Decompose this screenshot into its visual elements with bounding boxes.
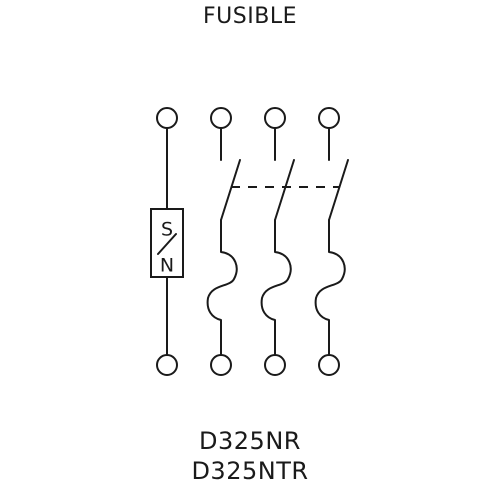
- phase-pole-2: [260, 107, 295, 376]
- pole-3-bottom-terminal: [318, 354, 340, 376]
- pole-3-fuse: [314, 219, 346, 356]
- diagram-title: FUSIBLE: [203, 4, 297, 29]
- pole-2-bottom-terminal: [264, 354, 286, 376]
- neutral-pole: S N: [150, 107, 184, 376]
- neutral-top-terminal: [156, 107, 178, 129]
- pole-3-top-terminal: [318, 107, 340, 129]
- phase-pole-3: [314, 107, 349, 376]
- neutral-divider-slash: [157, 233, 177, 255]
- pole-1-fuse: [206, 219, 238, 356]
- phase-pole-1: [206, 107, 241, 376]
- neutral-label-s: S: [161, 219, 173, 241]
- pole-2-top-terminal: [264, 107, 286, 129]
- pole-3-switch-blade: [328, 159, 349, 221]
- neutral-bottom-terminal: [156, 354, 178, 376]
- pole-2-switch-blade: [274, 159, 295, 221]
- pole-1-top-terminal: [210, 107, 232, 129]
- pole-2-fuse: [260, 219, 292, 356]
- neutral-label-n: N: [160, 255, 174, 277]
- model-numbers: D325NR D325NTR: [0, 426, 500, 486]
- pole-1-switch-blade: [220, 159, 241, 221]
- model-number-2: D325NTR: [191, 457, 309, 485]
- model-number-1: D325NR: [199, 427, 301, 455]
- pole-1-bottom-terminal: [210, 354, 232, 376]
